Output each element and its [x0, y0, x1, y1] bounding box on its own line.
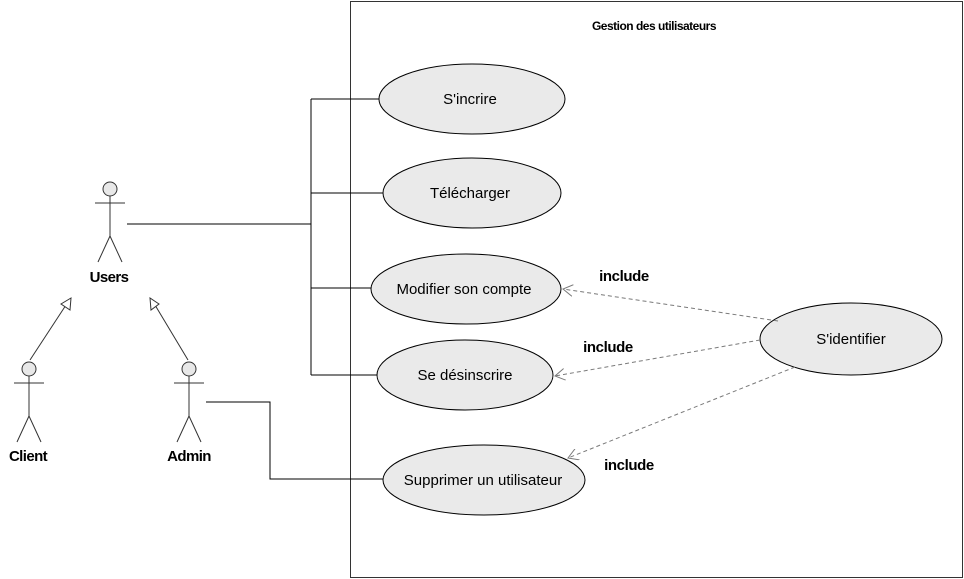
admin-association — [206, 401, 384, 480]
include-desinscrire: include — [555, 339, 761, 376]
use-case-identifier-label: S'identifier — [816, 331, 886, 348]
use-case-modifier-label: Modifier son compte — [396, 281, 531, 298]
system-title: Gestion des utilisateurs — [592, 19, 717, 33]
use-case-supprimer[interactable]: Supprimer un utilisateur — [382, 444, 586, 516]
include-supprimer-label: include — [604, 457, 654, 474]
generalization-admin — [149, 297, 189, 361]
include-modifier: include — [563, 268, 779, 322]
actor-admin-label: Admin — [167, 448, 211, 465]
actor-head-icon — [181, 361, 197, 377]
use-case-desinscrire[interactable]: Se désinscrire — [376, 339, 554, 411]
use-case-modifier[interactable]: Modifier son compte — [370, 253, 562, 325]
actor-head-icon — [21, 361, 37, 377]
use-case-sinscrire[interactable]: S'incrire — [378, 63, 566, 135]
actor-users-label: Users — [90, 269, 129, 286]
actor-client[interactable]: Client — [9, 361, 48, 465]
use-case-telecharger[interactable]: Télécharger — [382, 157, 562, 229]
use-case-desinscrire-label: Se désinscrire — [417, 367, 512, 384]
actor-admin[interactable]: Admin — [167, 361, 212, 465]
users-associations — [127, 98, 384, 376]
use-case-telecharger-label: Télécharger — [430, 185, 510, 202]
actor-client-label: Client — [9, 448, 48, 465]
generalization-client — [29, 297, 72, 361]
use-case-supprimer-label: Supprimer un utilisateur — [404, 472, 562, 489]
actor-users[interactable]: Users — [90, 181, 129, 286]
include-modifier-label: include — [599, 268, 649, 285]
include-supprimer: include — [568, 366, 796, 474]
use-case-identifier[interactable]: S'identifier — [759, 302, 943, 376]
include-desinscrire-label: include — [583, 339, 633, 356]
use-case-sinscrire-label: S'incrire — [443, 91, 497, 108]
actor-head-icon — [102, 181, 118, 197]
